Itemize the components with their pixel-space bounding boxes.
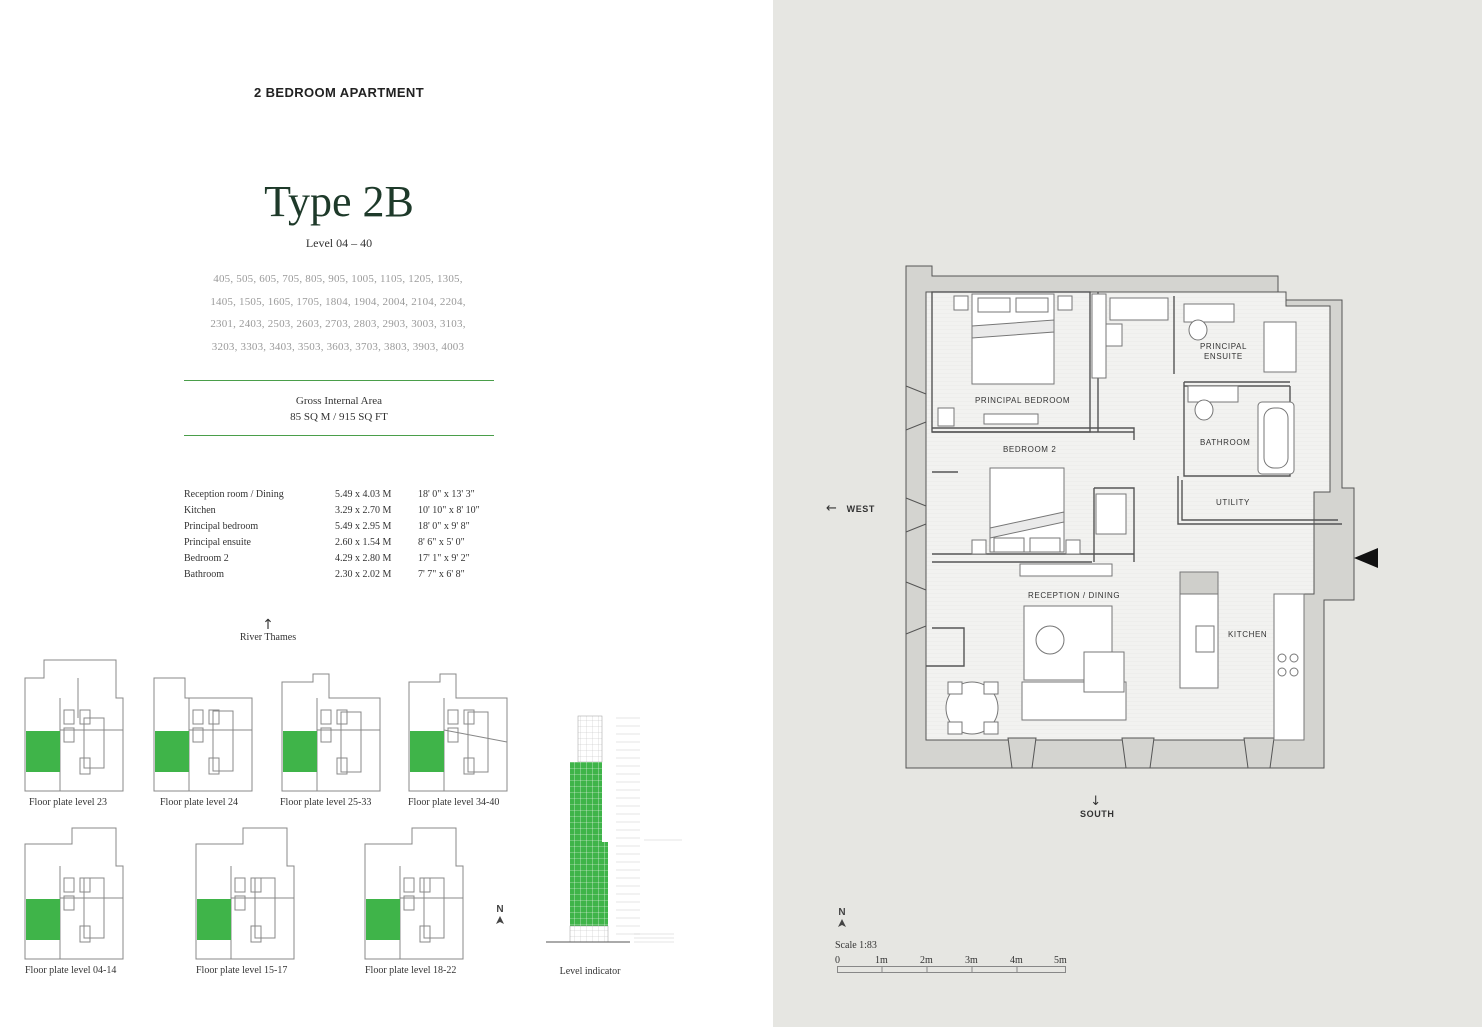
- area-label: Gross Internal Area: [295, 395, 383, 407]
- floor-plate-label: Floor plate level 24: [160, 797, 239, 808]
- river-label: River Thames: [239, 632, 297, 643]
- room-label-reception: RECEPTION / DINING: [1028, 591, 1121, 600]
- floor-plate-diagram: [195, 827, 295, 960]
- room-imperial: 17' 1" x 9' 2": [418, 553, 470, 564]
- river-thames-indicator: ↑ River Thames: [208, 618, 328, 643]
- floor-plate-label: Floor plate level 18-22: [365, 965, 457, 976]
- west-label: WEST: [846, 504, 876, 514]
- room-metric: 2.60 x 1.54 M: [335, 537, 392, 548]
- room-metric: 4.29 x 2.80 M: [335, 553, 392, 564]
- room-metric: 3.29 x 2.70 M: [335, 505, 392, 516]
- scale-tick: 2m: [920, 955, 933, 966]
- unit-line: 405, 505, 605, 705, 805, 905, 1005, 1105…: [213, 273, 463, 285]
- room-imperial: 10' 10" x 8' 10": [418, 505, 480, 516]
- divider-bottom: [184, 435, 494, 436]
- scale-tick: 4m: [1010, 955, 1023, 966]
- north-marker: N: [836, 908, 848, 931]
- floor-plate-diagram: [408, 673, 508, 792]
- floor-plate-label: Floor plate level 15-17: [196, 965, 288, 976]
- room-imperial: 8' 6" x 5' 0": [418, 537, 465, 548]
- room-name: Bathroom: [184, 569, 224, 580]
- floor-plan: [905, 265, 1355, 769]
- table-row: Bathroom 2.30 x 2.02 M 7' 7" x 6' 8": [184, 569, 504, 585]
- scale-tick: 3m: [965, 955, 978, 966]
- north-arrow-icon: [496, 916, 504, 924]
- divider-top: [184, 380, 494, 381]
- floor-plate-label: Floor plate level 04-14: [25, 965, 117, 976]
- unit-line: 3203, 3303, 3403, 3503, 3603, 3703, 3803…: [211, 341, 465, 354]
- apartment-kicker: 2 BEDROOM APARTMENT: [253, 85, 425, 100]
- scale-label: Scale 1:83: [835, 940, 877, 951]
- room-metric: 5.49 x 4.03 M: [335, 489, 392, 500]
- room-name: Kitchen: [184, 505, 216, 516]
- table-row: Bedroom 2 4.29 x 2.80 M 17' 1" x 9' 2": [184, 553, 504, 569]
- floor-plate-diagram: [24, 659, 124, 792]
- room-label-principal-bedroom: PRINCIPAL BEDROOM: [975, 396, 1071, 405]
- room-dimensions-table: Reception room / Dining 5.49 x 4.03 M 18…: [184, 489, 504, 585]
- room-label-kitchen: KITCHEN: [1228, 630, 1268, 639]
- left-panel: 2 BEDROOM APARTMENT Type 2B Level 04 – 4…: [0, 85, 682, 977]
- floor-plate-label: Floor plate level 23: [29, 797, 108, 808]
- arrow-left-icon: ←: [826, 501, 838, 516]
- arrow-down-icon: ↓: [1090, 794, 1102, 809]
- entrance-arrow-icon: [1354, 548, 1378, 568]
- floor-plate-diagram: [364, 827, 464, 960]
- table-row: Principal ensuite 2.60 x 1.54 M 8' 6" x …: [184, 537, 504, 553]
- room-imperial: 18' 0" x 9' 8": [418, 521, 470, 532]
- gross-internal-area: Gross Internal Area 85 SQ M / 915 SQ FT: [0, 393, 678, 425]
- room-label-ensuite-line1: PRINCIPAL: [1200, 342, 1248, 351]
- level-indicator-diagram: [546, 715, 682, 943]
- south-indicator: ↓ SOUTH: [1080, 794, 1115, 819]
- floor-plate-label: Floor plate level 25-33: [280, 797, 372, 808]
- level-indicator-label: Level indicator: [559, 966, 621, 977]
- table-row: Reception room / Dining 5.49 x 4.03 M 18…: [184, 489, 504, 505]
- room-name: Bedroom 2: [184, 553, 229, 564]
- room-metric: 5.49 x 2.95 M: [335, 521, 392, 532]
- arrow-up-icon: ↑: [262, 617, 274, 633]
- scale-tick: 0: [835, 955, 840, 966]
- room-label-bathroom: BATHROOM: [1200, 438, 1251, 447]
- scale-bar-graphic: [837, 966, 1066, 973]
- room-imperial: 18' 0" x 13' 3": [418, 489, 475, 500]
- table-row: Kitchen 3.29 x 2.70 M 10' 10" x 8' 10": [184, 505, 504, 521]
- west-indicator: ← WEST: [826, 501, 875, 516]
- unit-line: 1405, 1505, 1605, 1705, 1804, 1904, 2004…: [210, 295, 466, 308]
- floor-plate-diagram: [153, 677, 253, 792]
- area-value: 85 SQ M / 915 SQ FT: [290, 411, 388, 423]
- level-range: Level 04 – 40: [305, 236, 373, 250]
- north-letter: N: [496, 904, 504, 915]
- floor-plate-label: Floor plate level 34-40: [408, 797, 500, 808]
- unit-line: 2301, 2403, 2503, 2603, 2703, 2803, 2903…: [210, 318, 466, 331]
- scale-tick: 1m: [875, 955, 888, 966]
- room-label-utility: UTILITY: [1216, 498, 1250, 507]
- room-label-ensuite-line2: ENSUITE: [1204, 352, 1243, 361]
- floor-plate-diagram: [281, 673, 381, 792]
- south-label: SOUTH: [1080, 809, 1115, 819]
- room-metric: 2.30 x 2.02 M: [335, 569, 392, 580]
- north-letter: N: [838, 907, 846, 918]
- unit-numbers: 405, 505, 605, 705, 805, 905, 1005, 1105…: [178, 268, 498, 359]
- room-name: Principal bedroom: [184, 521, 259, 532]
- room-name: Principal ensuite: [184, 537, 251, 548]
- room-name: Reception room / Dining: [184, 489, 284, 500]
- page-title: Type 2B: [264, 177, 414, 226]
- north-marker: N: [494, 905, 506, 928]
- room-imperial: 7' 7" x 6' 8": [418, 569, 465, 580]
- scale-tick: 5m: [1054, 955, 1067, 966]
- room-label-bedroom2: BEDROOM 2: [1003, 445, 1057, 454]
- north-arrow-icon: [838, 919, 846, 927]
- table-row: Principal bedroom 5.49 x 2.95 M 18' 0" x…: [184, 521, 504, 537]
- floor-plate-diagram: [24, 827, 124, 960]
